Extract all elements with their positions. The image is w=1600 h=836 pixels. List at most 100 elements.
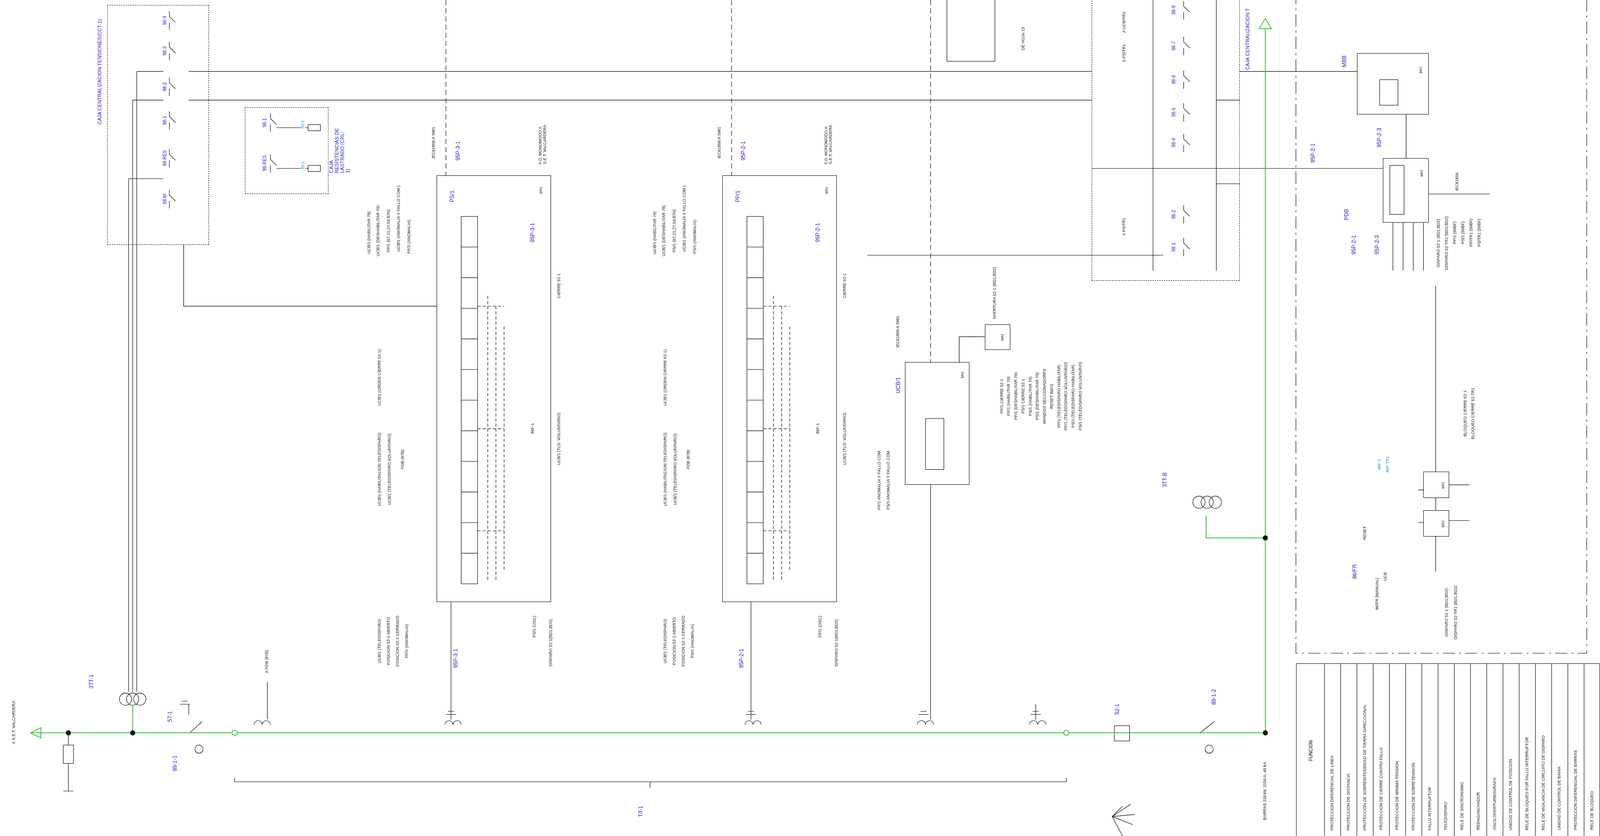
- signal-label: 98-3: [161, 45, 167, 56]
- signal-label: DE HOJA 13: [1021, 26, 1026, 51]
- signal-label: A PS/TR1: [1122, 217, 1127, 237]
- busbar: [30, 18, 1272, 739]
- signal-label: PDB: [1343, 208, 1350, 221]
- signal-label: UCB/1 (DESHABILITAR 79): [661, 204, 667, 257]
- signal-label: DISPARO 52-TR1 (BD1,BD2): [1453, 585, 1459, 640]
- signal-label: PROTECCION DE SOBRETENSION: [1411, 761, 1417, 831]
- signal-label: TELEDISPARO: [1443, 801, 1449, 831]
- signal-label: POSICION 52-1 CERRADO: [395, 615, 401, 667]
- signal-label: 57-1: [167, 710, 174, 723]
- signal-label: RELE DE VIGILANCIA DE CIRCUITO DE DISPAR…: [1541, 734, 1546, 831]
- signal-label: BARRAS 220 kV, 3150 A, 40 kA: [1262, 761, 1268, 821]
- signal-label: 95P-2-3: [1374, 234, 1381, 256]
- connector: [1406, 114, 1407, 159]
- signal-label: PDB (87B): [400, 448, 406, 470]
- device-box: BR2: [1382, 158, 1429, 223]
- vt-symbol: [126, 692, 140, 706]
- signal-label: BLOQUEO CIERRE 52-1: [1463, 389, 1468, 438]
- signal-label: UCB/1 (HABILITAR 79): [367, 210, 372, 254]
- signal-label: PS/1 (67,21,27,59,87N): [672, 208, 677, 253]
- signal-label: PP/1 ANOMALIA Y FALLO COM.: [877, 449, 882, 511]
- signal-label: PS/1 (ANOMALIA): [690, 623, 696, 659]
- signal-label: 89-1-2: [1211, 688, 1218, 706]
- wire: [1418, 285, 1470, 572]
- signal-label: UCB/1 (ORDEN CIERRE 52-1): [663, 348, 668, 407]
- ied-cells: [461, 247, 478, 554]
- signal-label: 95P-3-1: [529, 222, 536, 244]
- signal-label: 95P-2-1: [1310, 143, 1317, 164]
- busbar-arrow: [30, 727, 41, 738]
- connector: [1435, 497, 1437, 511]
- device-label: CAJA RESISTENCIAS DE LASTRADO (CRL-1): [328, 127, 351, 174]
- signal-label: 86F-1: [1377, 458, 1382, 471]
- signal-label: 95P-2-1: [740, 140, 747, 162]
- device-box: CAJA CENTRALIZACION TENSIONES(CCT-1): [107, 4, 210, 245]
- signal-label: PS/1 (HABILITAR 79): [1028, 375, 1034, 416]
- device-box: CAJA CENTRALIZACION T: [1091, 0, 1240, 281]
- device-label: CAJA CENTRALIZACION TENSIONES(CCT-1): [96, 18, 103, 125]
- signal-label: UCB/1 (TELEDISPARO VOLUNTARIO): [387, 432, 393, 506]
- contact-symbols: [169, 11, 176, 209]
- signal-label: DISPARO 52-1 (BD1,BD2): [1436, 218, 1441, 268]
- signal-label: PS/1 (50BF): [1460, 220, 1466, 245]
- signal-label: 98-2: [1171, 209, 1177, 220]
- signal-label: UCB/1 (HABILITAR 79): [652, 210, 658, 254]
- signal-label: 98-1: [161, 115, 167, 126]
- contact-symbols: [270, 113, 309, 173]
- surge-arrester: [63, 745, 74, 764]
- signal-label: 52-1: [1114, 703, 1121, 716]
- brace: [234, 777, 1067, 788]
- signal-label: PP/1 (ANOMALIA): [404, 623, 410, 659]
- signal-label: 86/FR: [1351, 563, 1358, 580]
- signal-label: 3TT-1: [89, 674, 95, 690]
- device-box: UCB/1BR1: [904, 362, 970, 485]
- signal-label: A UCB/TR1: [1122, 11, 1127, 34]
- junction-dot: [1262, 535, 1268, 541]
- signal-label: PDB (87B): [686, 448, 691, 470]
- signal-label: UCB/1 (TLD. VOLUNTARIO): [556, 412, 562, 466]
- device-box: BR2: [1423, 471, 1449, 498]
- signal-label: UCB/1 (TELEDISPARO): [663, 618, 668, 664]
- source-box: [946, 0, 995, 62]
- resistor-symbol: [308, 124, 321, 131]
- open-terminal: [232, 730, 238, 736]
- signal-label: CIERRE 52-1: [556, 273, 562, 299]
- signal-label: PP/1 (HABILITAR 79): [1007, 375, 1012, 416]
- signal-label: PROTECCION DE MINIMA TENSION: [1395, 760, 1400, 831]
- device-label: CAJA CENTRALIZACION T: [1244, 7, 1251, 71]
- signal-label: PROTECCION DE SOBREINTENSIDAD DE TIERRA …: [1362, 703, 1368, 831]
- signal-label: OSCILOPERTURBOGRAFO: [1492, 776, 1498, 831]
- signal-label: RESET 86F/1: [1049, 382, 1055, 409]
- device-box: BR1: [984, 324, 1011, 350]
- signal-label: UCB/1 (HABILITACION TELEDISPARO): [377, 432, 383, 507]
- vt-symbol: [119, 692, 132, 706]
- signal-label: 86F-1: [530, 422, 536, 435]
- signal-label: FALLO INTERRUPTOR: [1427, 786, 1433, 831]
- signal-label: UCB/1 (ANOMALIA Y FALLO COM.): [396, 184, 402, 253]
- wire: [188, 0, 1383, 271]
- resistor-symbol: [308, 165, 321, 172]
- signal-label: UNIDAD DE CONTROL DE BAHIA: [1557, 765, 1562, 831]
- signal-label: MBB: [1341, 54, 1348, 68]
- panel-outline: [1296, 0, 1587, 654]
- wire: [446, 0, 931, 363]
- breaker-52-1: [1114, 725, 1130, 741]
- signal-label: PS/1 (TELEDISPARO VOLUNTARIO): [1078, 361, 1084, 431]
- signal-label: PROTECCION DE DISTANCIA: [1346, 772, 1352, 831]
- signal-label: 95P-3-1: [455, 140, 462, 162]
- vt-symbol: [1201, 496, 1214, 509]
- device-label: PS/1: [449, 189, 456, 203]
- signal-label: RC2: [300, 119, 306, 130]
- device-box: BR2: [1356, 53, 1429, 115]
- junction-dot: [65, 730, 71, 736]
- signal-label: DISPARO 52-1(BD1,BD2): [548, 618, 554, 667]
- signal-label: RC1: [300, 160, 306, 170]
- signal-label: 98-9: [1171, 4, 1177, 15]
- wire: [267, 484, 1036, 720]
- device-label: UCB/1: [895, 376, 902, 394]
- signal-label: PP/1 CIERRE 52-1: [999, 377, 1005, 414]
- signal-label: DISPARO 52-TR1 (BD1,BD2): [1444, 215, 1450, 270]
- signal-label: CIERRE 52-1: [842, 273, 848, 299]
- device-label: BR2: [1420, 168, 1425, 178]
